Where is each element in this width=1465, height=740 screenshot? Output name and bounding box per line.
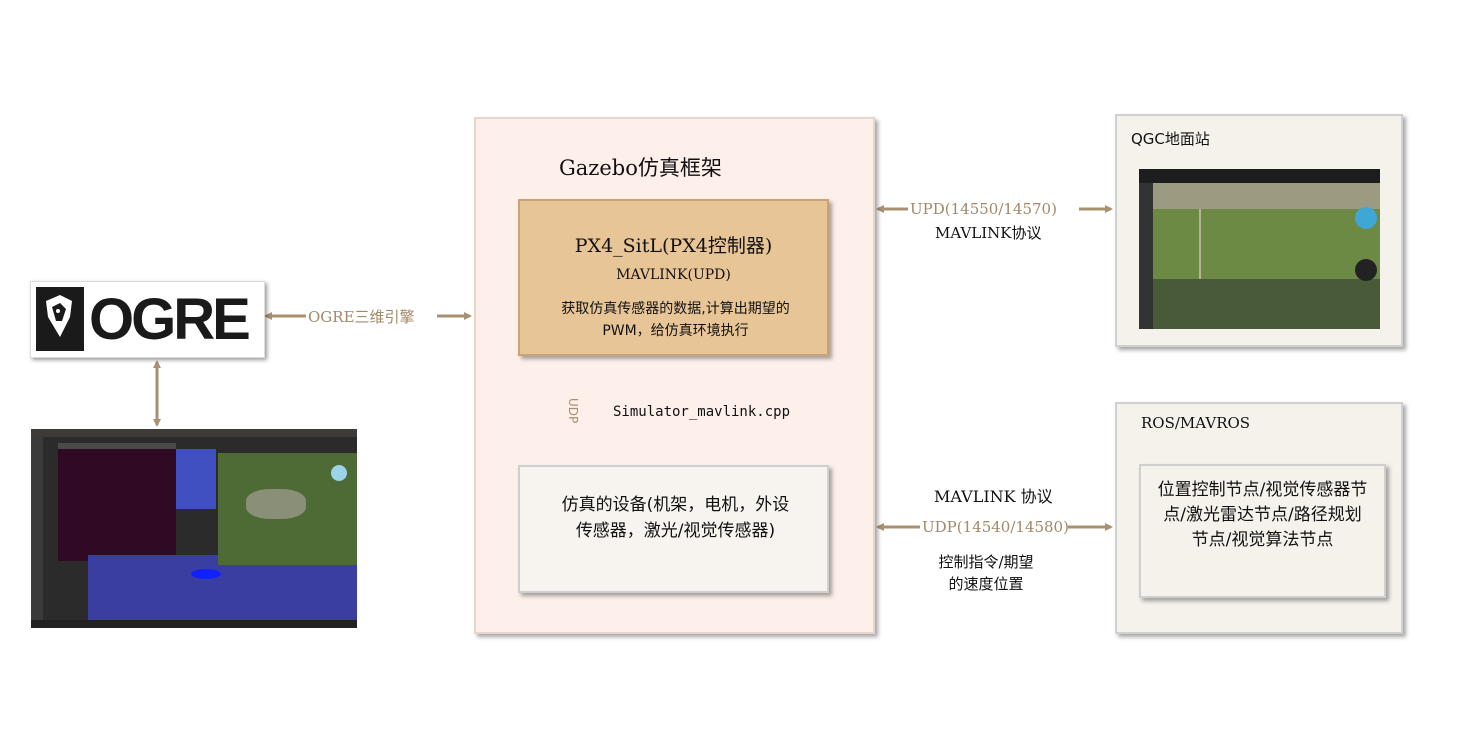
qgc-title: QGC地面站 xyxy=(1131,130,1210,148)
terminal-window xyxy=(58,443,176,561)
ros-link-ports: UDP(14540/14580) xyxy=(922,518,1069,536)
qgc-link-ports: UPD(14550/14570) xyxy=(910,200,1057,218)
ros-title: ROS/MAVROS xyxy=(1141,414,1251,432)
devices-text: 仿真的设备(机架，电机，外设传感器，激光/视觉传感器) xyxy=(561,495,790,541)
px4-sitl-box: PX4_SitL(PX4控制器) MAVLINK(UPD) 获取仿真传感器的数据… xyxy=(518,199,829,356)
px4-description: 获取仿真传感器的数据,计算出期望的PWM，给仿真环境执行 xyxy=(561,301,790,339)
px4-title: PX4_SitL(PX4控制器) xyxy=(574,235,773,257)
ogre-logo: OGRE xyxy=(30,281,265,358)
qgc-screenshot xyxy=(1139,169,1380,329)
gazebo-title: Gazebo仿真框架 xyxy=(559,156,722,180)
qgc-ground-station: QGC地面站 xyxy=(1115,114,1403,347)
ogre-link-label: OGRE三维引擎 xyxy=(308,308,415,326)
simulated-devices-box: 仿真的设备(机架，电机，外设传感器，激光/视觉传感器) xyxy=(518,465,829,593)
px4-subtitle: MAVLINK(UPD) xyxy=(616,267,731,283)
ros-mavros-panel: ROS/MAVROS 位置控制节点/视觉传感器节点/激光雷达节点/路径规划节点/… xyxy=(1115,402,1403,634)
ros-nodes-box: 位置控制节点/视觉传感器节点/激光雷达节点/路径规划节点/视觉算法节点 xyxy=(1139,464,1386,598)
qgc-link-protocol: MAVLINK协议 xyxy=(935,224,1042,242)
ogre-emblem-icon xyxy=(36,287,84,351)
ros-link-desc: 控制指令/期望的速度位置 xyxy=(938,553,1034,593)
simulator-file-label: Simulator_mavlink.cpp xyxy=(613,404,791,420)
ros-nodes-text: 位置控制节点/视觉传感器节点/激光雷达节点/路径规划节点/视觉算法节点 xyxy=(1157,480,1368,550)
ros-link-protocol: MAVLINK 协议 xyxy=(934,487,1053,506)
udp-link-label: UDP xyxy=(566,398,580,424)
gazebo-screenshot xyxy=(31,429,357,628)
ogre-logo-text: OGRE xyxy=(89,287,251,352)
